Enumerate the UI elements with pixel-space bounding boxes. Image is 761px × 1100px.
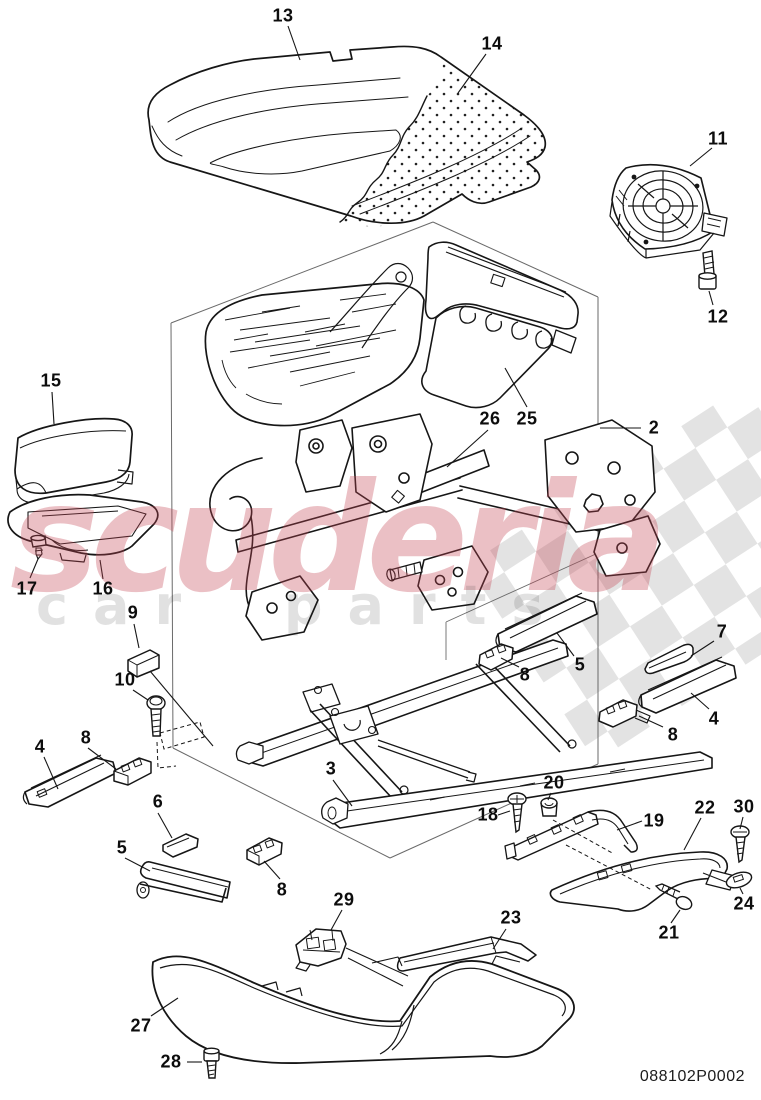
callout-15: 15 [40, 370, 62, 391]
part-8-clip-left-top [113, 757, 152, 786]
part-4-rail-cover-left [22, 754, 117, 808]
part-28-bolt [203, 1047, 220, 1079]
callout-4: 4 [34, 736, 46, 757]
part-13-seat-cushion-cover [147, 45, 547, 227]
diagram-code: 088102P0002 [639, 1068, 745, 1085]
callout-5: 5 [574, 654, 586, 675]
part-18-screw [507, 792, 527, 834]
callout-26: 26 [479, 408, 501, 429]
part-21-screw [654, 883, 693, 911]
callout-23: 23 [500, 907, 522, 928]
part-seat-foam-base [204, 262, 425, 427]
callout-10: 10 [114, 669, 136, 690]
callout-25: 25 [516, 408, 538, 429]
part-30-screw [730, 825, 750, 864]
part-6-clip [162, 833, 199, 858]
part-12-screw [698, 250, 717, 290]
part-11-blower-fan [609, 163, 728, 259]
callout-14: 14 [481, 33, 503, 54]
callout-5: 5 [116, 837, 128, 858]
part-20-clip-nut [540, 797, 558, 817]
callout-9: 9 [127, 602, 139, 623]
part-8-clip-right-low [598, 699, 651, 728]
callout-17: 17 [16, 578, 38, 599]
leader-lines [29, 25, 744, 1063]
callout-2: 2 [648, 417, 660, 438]
callout-13: 13 [272, 5, 294, 26]
callout-8: 8 [80, 727, 92, 748]
hidden-reference-lines [156, 721, 653, 891]
callout-30: 30 [733, 796, 755, 817]
part-25-seat-pan [421, 241, 579, 409]
part-8-clip-left-bottom [246, 837, 283, 866]
checkered-flag-watermark [467, 385, 761, 763]
part-27-side-trim-panel [151, 955, 575, 1064]
part-23-strip [396, 936, 537, 972]
callout-20: 20 [543, 772, 565, 793]
callout-19: 19 [643, 810, 665, 831]
part-19-bracket-rail [504, 809, 638, 861]
part-24-washer [725, 871, 753, 889]
part-2-seat-frame [209, 413, 661, 641]
part-15-armrest-lid [14, 417, 134, 504]
callout-29: 29 [333, 889, 355, 910]
part-5-rail-cover-right [495, 592, 598, 653]
callout-22: 22 [694, 797, 716, 818]
callout-27: 27 [130, 1015, 152, 1036]
callout-16: 16 [92, 578, 114, 599]
part-16-armrest-tray [7, 493, 159, 563]
part-9-cap [127, 649, 160, 678]
callout-8: 8 [276, 879, 288, 900]
part-10-bolt [146, 695, 166, 737]
part-7-strip [644, 643, 694, 675]
callout-4: 4 [708, 708, 720, 729]
part-22-trim-cover [549, 851, 736, 912]
callout-11: 11 [707, 128, 729, 149]
callout-12: 12 [707, 306, 729, 327]
callout-8: 8 [667, 724, 679, 745]
callout-7: 7 [716, 621, 728, 642]
callout-18: 18 [477, 804, 499, 825]
callout-8: 8 [519, 664, 531, 685]
part-29-clip-assembly [295, 928, 347, 972]
part-17-screw [30, 534, 47, 561]
part-5-roller-left [136, 861, 231, 903]
callout-3: 3 [325, 758, 337, 779]
callout-21: 21 [658, 922, 680, 943]
callout-24: 24 [733, 893, 755, 914]
callout-6: 6 [152, 791, 164, 812]
part-4-rail-cover-right [638, 656, 737, 714]
callout-28: 28 [160, 1051, 182, 1072]
part-8-clip-right-mid [478, 643, 514, 671]
part-3-seat-rail-assembly [235, 639, 713, 829]
